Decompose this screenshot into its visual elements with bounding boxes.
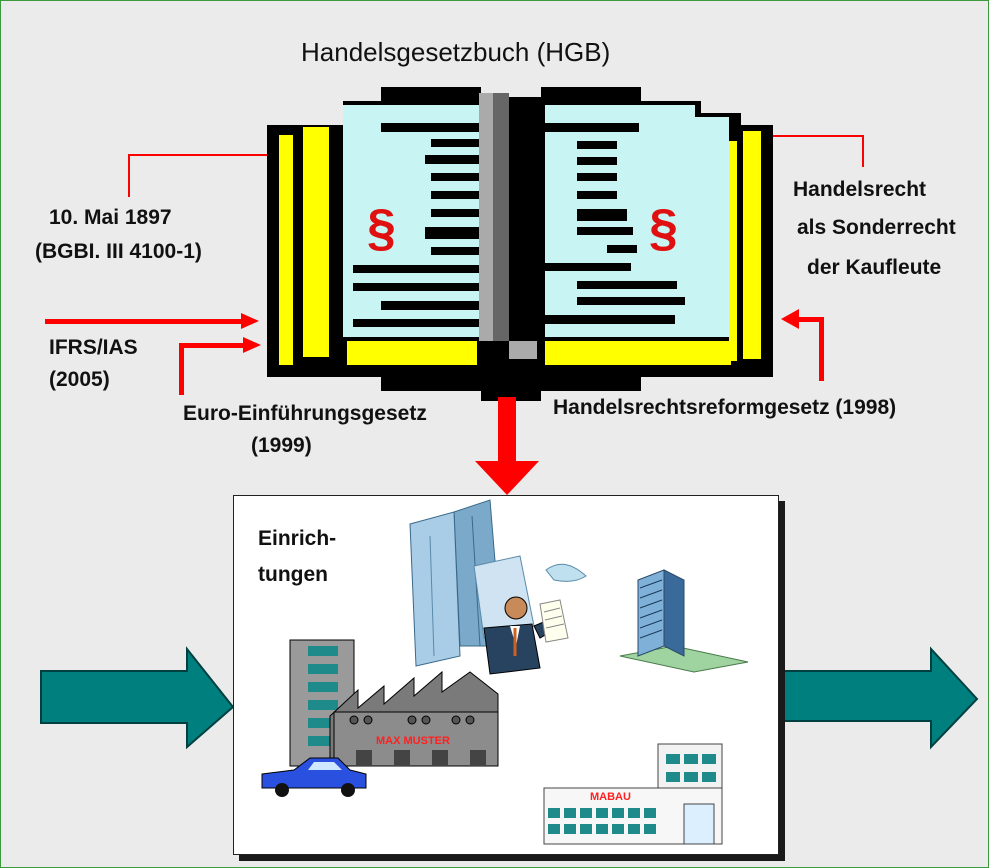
handelsrecht-connector-line: [771, 135, 864, 167]
down-arrow: [475, 397, 539, 495]
input-arrow: [40, 646, 235, 750]
date-connector-line: [128, 154, 269, 197]
businessman-clipart: [483, 596, 569, 675]
office-building-clipart: [619, 569, 749, 673]
reform-arrow: [781, 309, 824, 381]
date-label-line2: (BGBI. III 4100-1): [35, 240, 202, 263]
ifrs-label-line1: IFRS/IAS: [49, 336, 138, 359]
section-symbol-left: §: [367, 199, 396, 257]
euro-label-line1: Euro-Einführungsgesetz: [183, 402, 427, 425]
date-label-line1: 10. Mai 1897: [49, 206, 172, 229]
einrichtungen-title-line2: tungen: [258, 563, 328, 586]
einrichtungen-illustration: MAX MUSTER MABAU: [261, 499, 749, 845]
handelsrecht-label-line3: der Kaufleute: [807, 256, 942, 279]
factory-sign: MAX MUSTER: [376, 735, 450, 747]
einrichtungen-title-line1: Einrich-: [258, 527, 337, 550]
factory-clipart: MAX MUSTER: [289, 639, 499, 767]
office-tower-clipart: [409, 499, 587, 667]
ifrs-arrows: [45, 313, 261, 395]
euro-label-line2: (1999): [251, 434, 312, 457]
handelsrecht-label-line1: Handelsrecht: [793, 178, 927, 201]
car-clipart: [261, 757, 367, 797]
handelsrecht-label-line2: als Sonderrecht: [797, 216, 956, 239]
output-arrow: [778, 646, 979, 750]
section-symbol-right: §: [649, 199, 678, 257]
mabau-sign: MABAU: [590, 791, 631, 803]
diagram-title: Handelsgesetzbuch (HGB): [301, 37, 611, 67]
mabau-building-clipart: MABAU: [543, 743, 723, 845]
reform-label: Handelsrechtsreformgesetz (1998): [553, 396, 897, 419]
ifrs-label-line2: (2005): [49, 368, 110, 391]
hgb-book-icon: § §: [267, 87, 773, 401]
einrichtungen-box: MAX MUSTER MABAU: [233, 495, 779, 855]
